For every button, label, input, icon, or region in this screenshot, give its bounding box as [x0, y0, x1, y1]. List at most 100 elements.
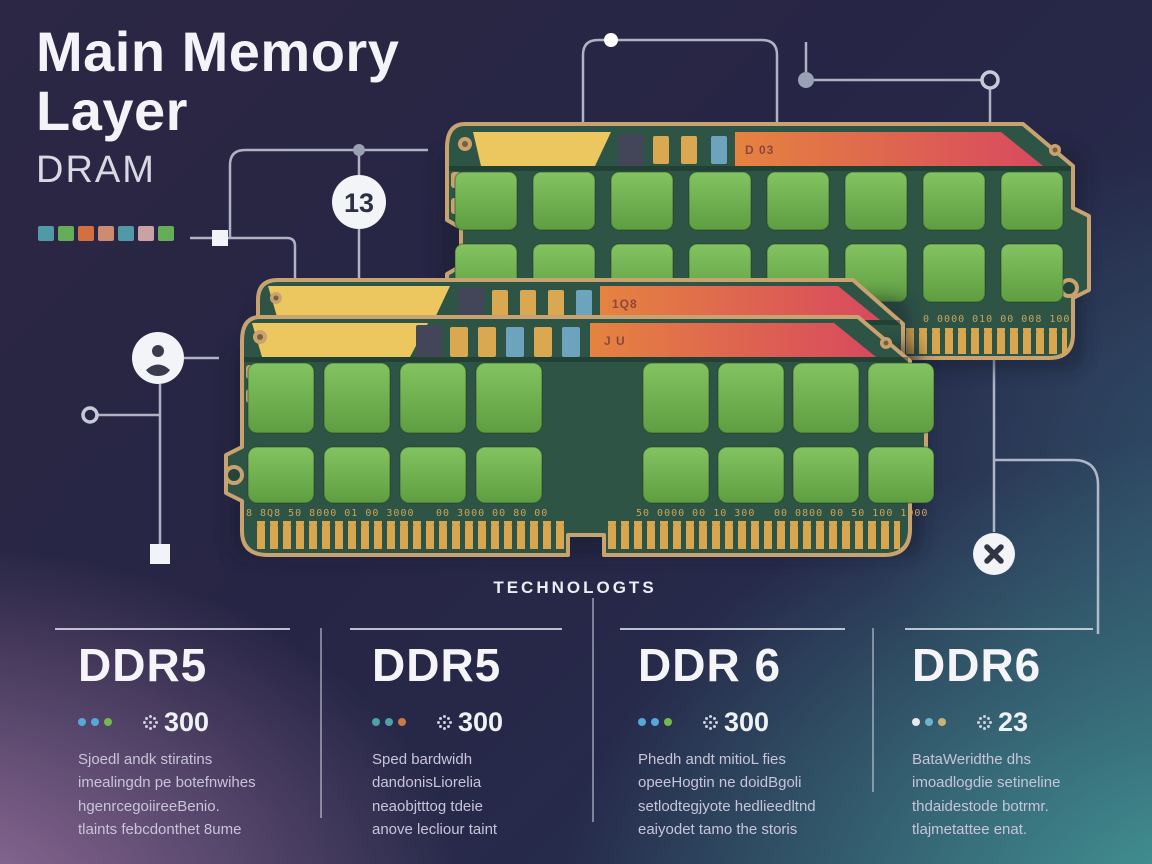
smd-component: [492, 290, 508, 318]
heat-strip: [590, 323, 876, 357]
mount-ring: [224, 465, 244, 485]
bolt-hole-center: [257, 334, 263, 340]
dot: [651, 718, 659, 726]
close-icon: [984, 544, 1004, 564]
circuit-line: [228, 148, 428, 237]
binary-silkscreen: 00 0800 00 50 100 1000: [774, 508, 928, 519]
palette-swatch: [58, 226, 74, 241]
title-block: Main Memory Layer DRAM: [36, 22, 399, 192]
strip-shadow: [449, 166, 1071, 171]
node-dot: [353, 144, 365, 156]
column-title: DDR6: [912, 639, 1042, 691]
bolt-hole-center: [883, 340, 889, 346]
person-icon: [152, 345, 164, 357]
binary-silkscreen: 0 0000 010 00 008 100: [923, 314, 1070, 325]
column-divider: [350, 628, 562, 630]
smd-component: [416, 325, 442, 357]
page-title-line2: Layer: [36, 79, 188, 143]
palette-swatch-row: [38, 226, 174, 241]
dot-indicators: [912, 718, 946, 726]
label-sticker: [473, 132, 611, 166]
smd-component: [681, 136, 697, 164]
page-subtitle: DRAM: [36, 148, 156, 191]
dot: [664, 718, 672, 726]
sparkle-icon: [436, 714, 452, 730]
heat-strip: [735, 132, 1043, 166]
node-dot: [798, 72, 814, 88]
circuit-line: [581, 38, 779, 124]
section-heading: TECHNOLOGTS: [493, 578, 657, 597]
palette-swatch: [78, 226, 94, 241]
palette-swatch: [118, 226, 134, 241]
node-square: [150, 544, 170, 564]
column-separator: [872, 628, 874, 792]
tech-column-ddr5-1: DDR5 300 Sjoedl andk stiratins imealingd…: [78, 638, 300, 841]
dot-indicators: [78, 718, 112, 726]
binary-silkscreen-row: 8 8Q8 50 8000 01 00 3000 00 3000 00 80 0…: [246, 508, 928, 519]
bolt-hole-center: [462, 141, 468, 147]
column-description: Sped bardwidh dandonisLiorelia neaobjttt…: [372, 751, 498, 838]
dot: [104, 718, 112, 726]
page-title-line1: Main Memory: [36, 20, 400, 83]
smd-component: [534, 327, 552, 357]
circuit-lines: [98, 38, 1100, 634]
tech-column-ddr6-1: DDR 6 300 Phedh andt mitioL fies opeeHog…: [638, 638, 860, 841]
strip-label: D 03: [745, 143, 774, 157]
close-badge: [973, 533, 1015, 575]
dot: [372, 718, 380, 726]
column-divider: [620, 628, 845, 630]
pin-row: [606, 521, 900, 549]
stat-row: 300: [78, 707, 300, 737]
strip-label: J U: [604, 334, 626, 348]
person-badge: [132, 332, 184, 384]
palette-swatch: [98, 226, 114, 241]
dot-indicators: [372, 718, 406, 726]
smd-component: [520, 290, 536, 318]
column-separator: [320, 628, 322, 818]
node-square: [212, 230, 228, 246]
stat-row: 23: [912, 707, 1102, 737]
tech-column-ddr5-2: DDR5 300 Sped bardwidh dandonisLiorelia …: [372, 638, 577, 841]
bolt-hole-center: [273, 295, 279, 301]
dot: [398, 718, 406, 726]
dot-indicators: [638, 718, 672, 726]
circuit-nodes: [81, 33, 1000, 564]
heat-strip: [600, 286, 880, 320]
label-sticker: [252, 323, 428, 357]
stat-row: 300: [638, 707, 860, 737]
node-ring: [81, 406, 99, 424]
number-badge-label: 13: [344, 188, 374, 218]
person-icon: [146, 364, 170, 376]
column-description: BataWeridthe dhs imoadlogdie setineline …: [912, 751, 1061, 838]
smd-component: [653, 136, 669, 164]
smd-component: [506, 327, 524, 357]
palette-swatch: [138, 226, 154, 241]
dot: [938, 718, 946, 726]
stat-value: 23: [998, 706, 1029, 737]
binary-silkscreen: 50 0000 00 10 300: [636, 508, 755, 519]
node-dot: [604, 33, 618, 47]
dot: [78, 718, 86, 726]
column-description: Sjoedl andk stiratins imealingdn pe bote…: [78, 751, 256, 838]
sparkle-icon: [142, 714, 158, 730]
strip-shadow: [244, 357, 908, 362]
sparkle-icon: [976, 714, 992, 730]
smd-component: [711, 136, 727, 164]
ram-module-front: J U 8 8Q8 50 8000 01 00 3000 00 3000 00 …: [224, 315, 935, 557]
smd-component: [478, 327, 496, 357]
tech-column-ddr6-2: DDR6 23 BataWeridthe dhs imoadlogdie set…: [912, 638, 1102, 841]
dot: [91, 718, 99, 726]
smd-component: [458, 288, 484, 320]
dot: [638, 718, 646, 726]
label-sticker: [268, 286, 450, 320]
smd-component: [576, 290, 592, 318]
column-title: DDR5: [78, 639, 208, 691]
node-ring: [980, 70, 1000, 90]
palette-swatch: [158, 226, 174, 241]
stat-value: 300: [724, 706, 770, 737]
column-separator: [592, 598, 594, 822]
column-title: DDR5: [372, 639, 502, 691]
strip-label: 1Q8: [612, 297, 638, 311]
column-divider: [905, 628, 1093, 630]
stat-value: 300: [164, 706, 210, 737]
